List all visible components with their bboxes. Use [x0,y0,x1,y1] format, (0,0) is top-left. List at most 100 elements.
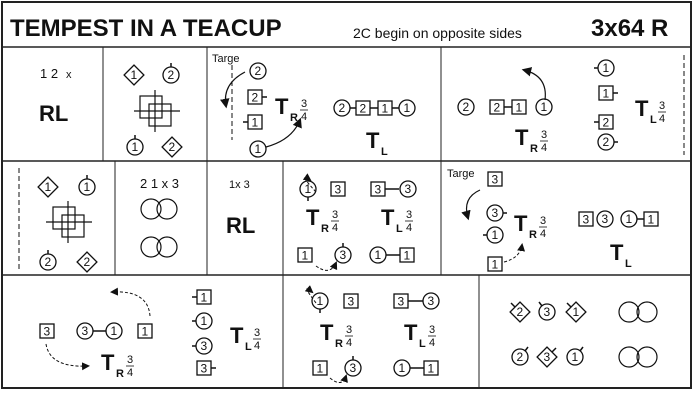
svg-text:3: 3 [82,324,89,338]
svg-text:3: 3 [492,206,499,220]
svg-text:3: 3 [350,361,357,375]
svg-text:3: 3 [127,354,133,366]
path-arrow [45,343,90,371]
svg-text:1: 1 [131,68,138,82]
figure-turn-right-3-4: T R 3 4 [101,350,134,380]
svg-text:3: 3 [346,324,352,336]
double-circle-icon [140,236,178,258]
circle-dancer-icon: 1 [311,292,329,313]
svg-text:4: 4 [429,337,435,349]
circle-dancer-icon: 1 [483,226,504,244]
cell-bars-2-1x3: 2 1 x 3 [140,176,179,258]
svg-text:1: 1 [375,248,382,262]
svg-text:1: 1 [428,362,435,376]
figure-turn-left: T L [366,128,388,158]
svg-text:L: L [650,114,657,126]
square-dancer-icon [487,256,503,272]
svg-text:2: 2 [339,101,346,115]
square-dancer-icon [643,211,659,227]
svg-text:2: 2 [360,102,367,116]
svg-text:3: 3 [540,215,546,227]
svg-text:T: T [610,240,624,265]
figure-turn-left: T L [610,240,632,270]
square-dancer-icon [399,247,415,263]
path-arrow [304,285,317,304]
svg-text:R: R [529,229,537,241]
cell-formation: 1 2 1 2 [123,63,183,158]
svg-text:1: 1 [404,101,411,115]
svg-text:4: 4 [301,111,307,123]
svg-text:3: 3 [340,248,347,262]
bars-label: 1x 3 [229,179,250,191]
path-arrow [521,67,546,101]
svg-text:2: 2 [463,100,470,114]
path-arrow [461,189,481,221]
svg-text:1: 1 [45,180,52,194]
svg-text:4: 4 [254,340,260,352]
svg-text:R: R [335,338,343,350]
overlapping-squares-icon [134,90,180,132]
svg-text:2: 2 [169,140,176,154]
square-dancer-icon [423,360,439,376]
cell-end-positions: 2 3 1 2 3 1 [509,301,658,368]
figure-turn-left-3-4: T L 3 4 [230,323,261,353]
diamond-dancer-icon: 2 [161,136,183,158]
svg-text:3: 3 [541,129,547,141]
svg-text:1: 1 [252,116,259,130]
cell-bars-1-2: 1 2 x RL [39,66,72,126]
svg-text:3: 3 [492,173,499,187]
circle-dancer-icon: 1 [566,346,584,366]
svg-text:2: 2 [252,91,259,105]
bars-label: 2 1 x 3 [140,176,179,191]
svg-text:1: 1 [399,361,406,375]
svg-text:1: 1 [541,100,548,114]
cell-turn-sequence-1: 2 2 1 1 T R 3 4 1 1 2 [457,55,685,155]
path-arrow [110,287,151,317]
svg-text:1: 1 [626,212,633,226]
circle-dancer-icon: 1 [369,246,387,264]
svg-text:4: 4 [332,222,338,234]
circle-dancer-icon: 1 [535,98,553,116]
svg-text:L: L [381,146,388,158]
figure-turn-right-3-4: T R 3 4 [515,125,548,155]
path-arrow [219,71,246,109]
square-dancer-icon [330,181,346,197]
svg-text:4: 4 [406,222,412,234]
svg-text:L: L [625,258,632,270]
svg-text:2: 2 [45,255,52,269]
svg-text:3: 3 [406,209,412,221]
circle-dancer-icon: 2 [333,99,351,117]
bars-label: 1 2 [40,66,58,81]
svg-text:3: 3 [201,362,208,376]
double-circle-icon [140,198,178,220]
svg-text:1: 1 [317,294,324,308]
line-of-four: 3 3 1 1 [578,210,659,228]
cell-turn-sequence-2: 1 3 3 3 T R 3 4 T L 3 4 1 3 [297,173,417,271]
diamond-dancer-icon: 1 [565,301,587,323]
targe-label: Targe [212,53,240,65]
svg-text:1: 1 [492,258,499,272]
svg-text:3: 3 [544,350,551,364]
svg-text:2: 2 [168,68,175,82]
svg-text:1: 1 [201,291,208,305]
targe-label: Targe [447,168,475,180]
svg-text:4: 4 [659,113,665,125]
svg-text:1: 1 [382,102,389,116]
svg-text:1: 1 [84,180,91,194]
svg-text:R: R [321,223,329,235]
svg-text:T: T [275,94,289,119]
svg-text:3: 3 [301,98,307,110]
circle-dancer-icon: 1 [299,180,317,201]
cell-targe-2: Targe 3 3 1 T R 3 4 1 3 3 [447,168,659,272]
figure-turn-right-3-4: T R 3 4 [306,205,339,235]
svg-text:3: 3 [428,294,435,308]
dance-subtitle: 2C begin on opposite sides [353,25,522,41]
square-dancer-icon: 2 [247,89,267,105]
circle-dancer-icon: 1 [192,312,213,330]
svg-text:3: 3 [544,305,551,319]
svg-text:T: T [381,205,395,230]
square-dancer-icon [487,171,503,187]
svg-text:1: 1 [404,249,411,263]
cell-formation-2: 1 1 2 2 [18,168,98,273]
square-dancer-icon [578,211,594,227]
